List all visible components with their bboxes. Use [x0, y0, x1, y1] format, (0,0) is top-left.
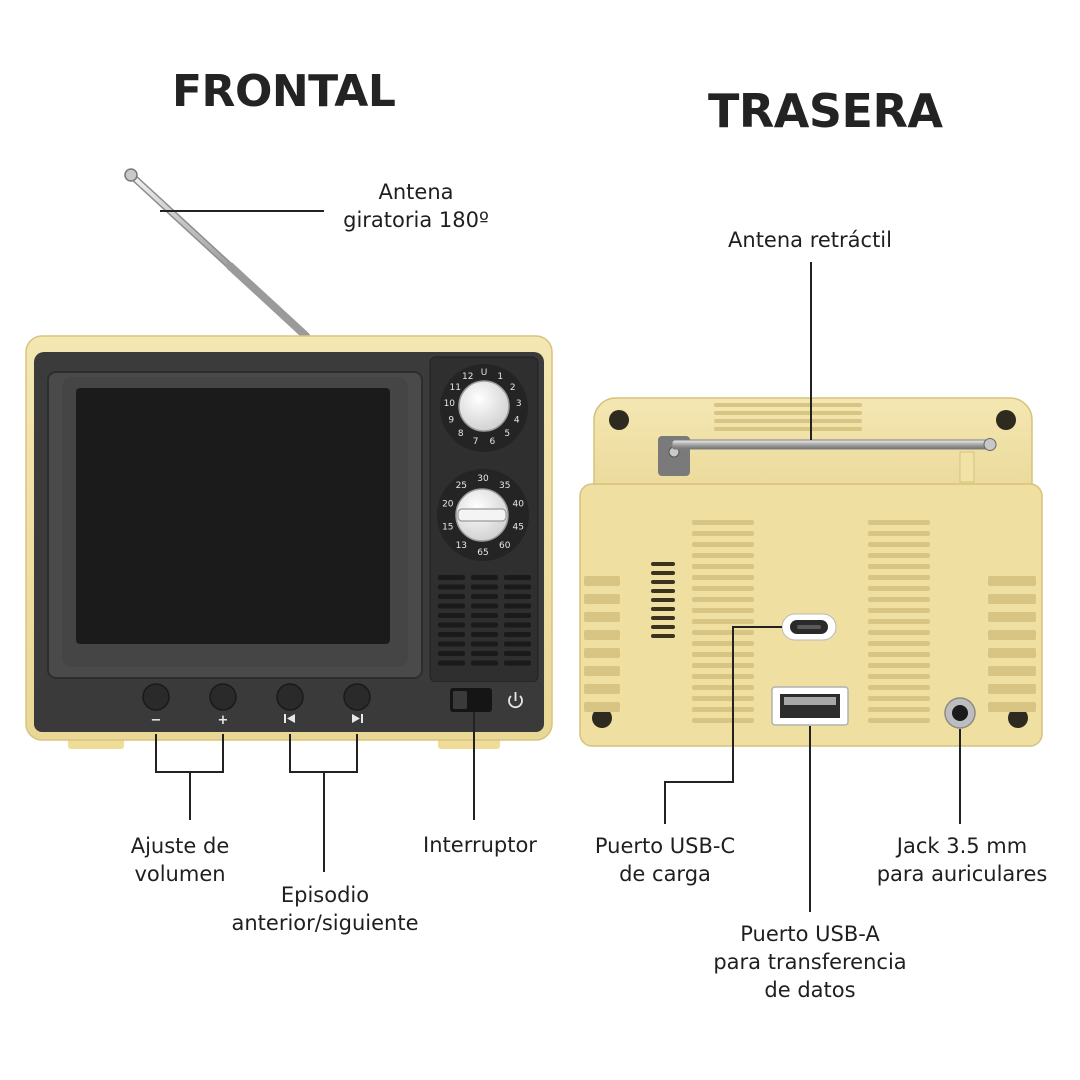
volume-label-line-2: volumen [134, 862, 226, 886]
rotating-antenna [124, 168, 310, 340]
antenna-rotation-label: Antena giratoria 180º [326, 178, 506, 234]
timer-dial-number: 15 [442, 522, 453, 532]
back-tv [579, 397, 1043, 747]
antenna-label-line-1: Antena [378, 180, 454, 204]
headphone-jack-label: Jack 3.5 mm para auriculares [862, 832, 1062, 888]
channel-dial-number: 1 [497, 372, 503, 382]
usb-c-port[interactable] [781, 613, 837, 641]
channel-dial-number: 6 [490, 437, 496, 447]
svg-text:+: + [218, 713, 229, 728]
front-view-heading: FRONTAL [172, 66, 396, 117]
channel-dial-number: 8 [458, 429, 464, 439]
usb-a-port[interactable] [771, 686, 849, 726]
usb-a-label-line-2: para transferencia [713, 950, 907, 974]
antenna-label-line-2: giratoria 180º [343, 208, 489, 232]
usb-a-label: Puerto USB-A para transferencia de datos [700, 920, 920, 1004]
channel-dial-number: 7 [473, 437, 479, 447]
prev-track-icon [284, 714, 295, 723]
next-episode-button[interactable] [343, 683, 371, 723]
episode-label-line-2: anterior/siguiente [231, 911, 419, 935]
switch-label: Interruptor [410, 831, 550, 859]
volume-up-button[interactable]: + [209, 683, 237, 728]
channel-dial-number: 3 [516, 399, 522, 409]
timer-dial-number: 45 [512, 522, 523, 532]
back-callout-lines [664, 262, 961, 912]
power-switch[interactable] [450, 688, 492, 712]
timer-dial-number: 65 [477, 548, 488, 558]
volume-down-button[interactable]: − [142, 683, 170, 728]
usb-a-label-line-1: Puerto USB-A [740, 922, 880, 946]
timer-dial-number: 25 [456, 481, 467, 491]
headphone-jack[interactable] [944, 697, 976, 729]
retractable-antenna [658, 436, 997, 483]
volume-label: Ajuste de volumen [100, 832, 260, 888]
screen [76, 388, 390, 644]
usb-c-label-line-1: Puerto USB-C [594, 834, 736, 858]
channel-dial-number: 12 [462, 372, 473, 382]
episode-label-line-1: Episodio [280, 883, 370, 907]
timer-dial-number: 30 [477, 474, 489, 484]
retractable-antenna-label-text: Antena retráctil [728, 228, 892, 252]
channel-dial-number: 11 [449, 383, 460, 393]
power-icon [508, 692, 523, 709]
timer-dial-number: 20 [442, 500, 454, 510]
usb-c-label-line-2: de carga [619, 862, 711, 886]
channel-dial-number: 9 [448, 415, 454, 425]
svg-text:−: − [151, 713, 162, 728]
next-track-icon [352, 714, 363, 723]
timer-dial-number: 13 [456, 541, 467, 551]
previous-episode-button[interactable] [276, 683, 304, 723]
usb-c-label: Puerto USB-C de carga [580, 832, 750, 888]
channel-dial-number: 10 [444, 399, 456, 409]
channel-dial-number: 2 [510, 383, 516, 393]
switch-label-text: Interruptor [423, 833, 537, 857]
front-speaker-grille [438, 575, 531, 666]
timer-dial-number: 40 [512, 500, 524, 510]
front-callout-lines [155, 210, 475, 872]
back-vent-slots [584, 403, 1036, 723]
jack-label-line-2: para auriculares [876, 862, 1048, 886]
channel-dial-number: 5 [504, 429, 510, 439]
usb-a-label-line-3: de datos [764, 978, 856, 1002]
back-view-heading: TRASERA [708, 84, 943, 138]
episode-label: Episodio anterior/siguiente [220, 881, 430, 937]
channel-dial-number: U [481, 368, 488, 378]
timer-dial-number: 60 [499, 541, 511, 551]
timer-dial-number: 35 [499, 481, 510, 491]
jack-label-line-1: Jack 3.5 mm [896, 834, 1028, 858]
retractable-antenna-label: Antena retráctil [700, 226, 920, 254]
volume-label-line-1: Ajuste de [130, 834, 230, 858]
channel-dial-number: 4 [514, 415, 520, 425]
